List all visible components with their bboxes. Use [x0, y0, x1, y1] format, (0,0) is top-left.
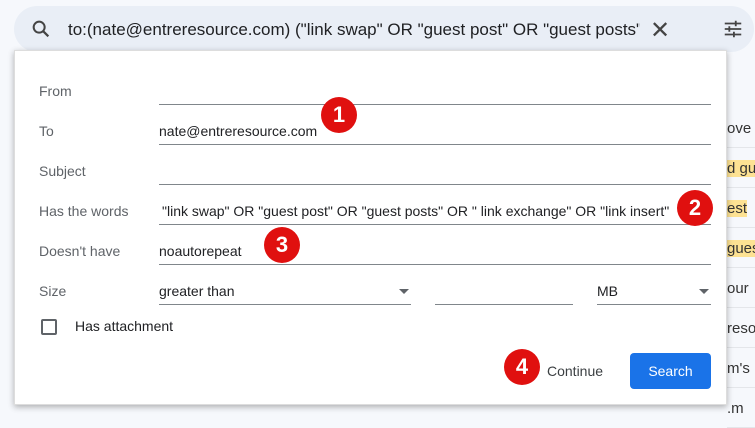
search-options-icon[interactable] — [722, 18, 744, 40]
email-snippet: reso — [727, 320, 755, 337]
email-snippet: our — [727, 280, 749, 297]
annotation-badge-1: 1 — [321, 97, 357, 133]
has-attachment-checkbox[interactable] — [41, 319, 57, 335]
doesnt-have-label: Doesn't have — [39, 243, 121, 259]
to-underline — [159, 144, 711, 145]
email-row[interactable]: gues — [727, 228, 755, 268]
email-row[interactable]: m's — [727, 348, 755, 388]
has-words-row: Has the words "link swap" OR "guest post… — [15, 191, 726, 231]
email-snippet: m's — [727, 360, 750, 377]
annotation-badge-4: 4 — [504, 349, 540, 385]
to-row: To nate@entreresource.com — [15, 111, 726, 151]
email-row[interactable]: est — [727, 188, 755, 228]
size-comparator-value: greater than — [159, 283, 235, 299]
email-snippet: est — [727, 200, 748, 217]
from-input[interactable] — [159, 104, 711, 105]
search-bar[interactable]: to:(nate@entreresource.com) ("link swap"… — [14, 6, 754, 52]
has-words-input[interactable]: "link swap" OR "guest post" OR "guest po… — [162, 203, 670, 219]
size-label: Size — [39, 283, 67, 299]
email-snippet: d gu — [727, 160, 755, 177]
size-unit-select[interactable]: MB — [597, 283, 711, 305]
size-row: Size greater than MB — [15, 271, 726, 311]
dropdown-arrow-icon — [399, 289, 409, 294]
from-row: From — [15, 71, 726, 111]
doesnt-have-underline — [159, 264, 711, 265]
from-label: From — [39, 83, 72, 99]
size-value-input[interactable] — [435, 283, 573, 305]
annotation-badge-2: 2 — [677, 190, 713, 226]
search-icon[interactable] — [30, 18, 52, 40]
email-snippet: gues — [727, 240, 755, 257]
email-row[interactable]: .m — [727, 388, 755, 428]
advanced-search-dialog: From To nate@entreresource.com Subject H… — [14, 50, 727, 405]
continue-button[interactable]: Continue — [547, 363, 604, 379]
doesnt-have-row: Doesn't have noautorepeat — [15, 231, 726, 271]
has-attachment-label: Has attachment — [75, 318, 174, 334]
email-snippet: .m — [727, 400, 744, 417]
to-label: To — [39, 123, 54, 139]
email-snippet: ove — [727, 120, 752, 137]
subject-label: Subject — [39, 163, 86, 179]
email-row[interactable]: reso — [727, 308, 755, 348]
clear-search-icon[interactable]: ✕ — [650, 17, 671, 44]
subject-row: Subject — [15, 151, 726, 191]
email-row[interactable]: d gu — [727, 148, 755, 188]
search-input[interactable]: to:(nate@entreresource.com) ("link swap"… — [68, 20, 640, 39]
search-button[interactable]: Search — [630, 353, 711, 389]
has-words-underline — [159, 224, 711, 225]
annotation-badge-3: 3 — [264, 227, 300, 263]
email-row[interactable]: ove — [727, 108, 755, 148]
dropdown-arrow-icon — [699, 289, 709, 294]
doesnt-have-input[interactable]: noautorepeat — [159, 243, 242, 259]
size-unit-value: MB — [597, 283, 618, 299]
email-row[interactable]: our — [727, 268, 755, 308]
to-input[interactable]: nate@entreresource.com — [159, 123, 318, 139]
subject-input[interactable] — [159, 184, 711, 185]
has-words-label: Has the words — [39, 203, 129, 219]
size-comparator-select[interactable]: greater than — [159, 283, 411, 305]
